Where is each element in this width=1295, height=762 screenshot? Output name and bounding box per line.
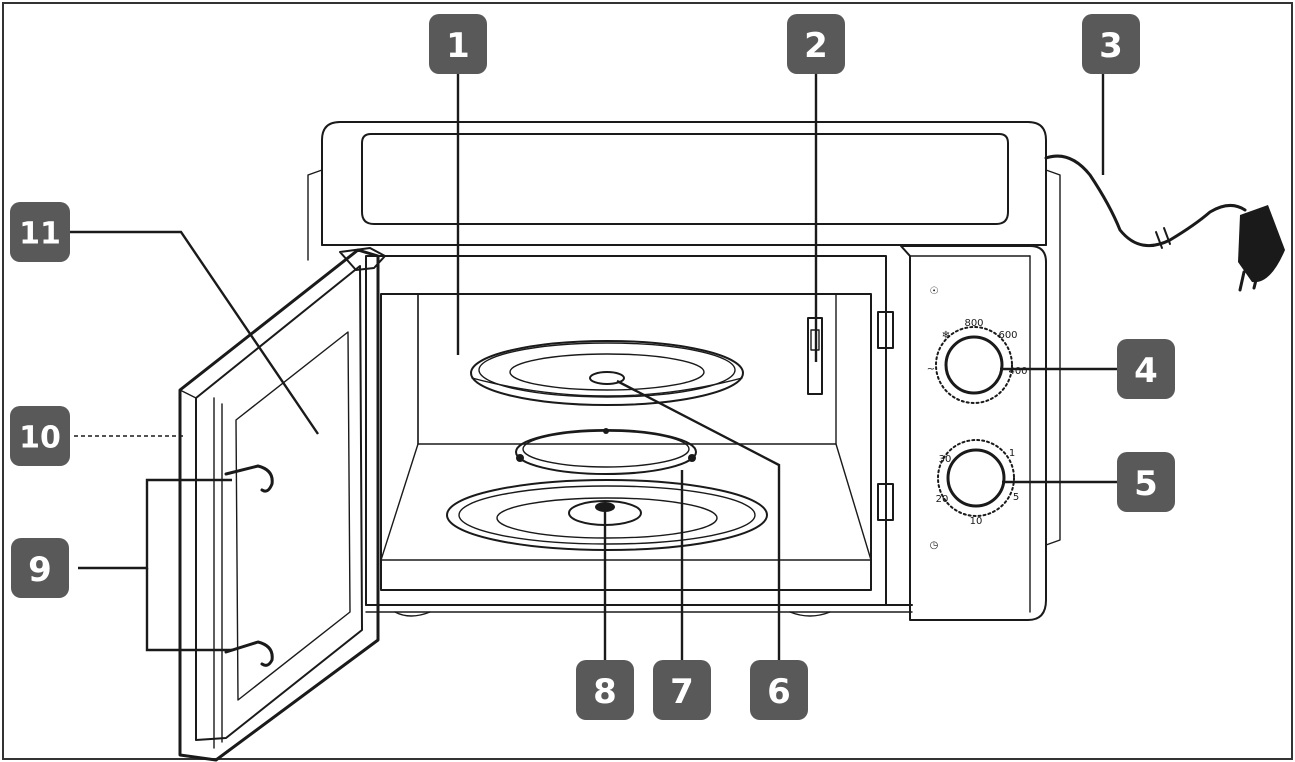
- callout-badge-3: 3: [1082, 14, 1140, 74]
- callout-label-1: 1: [446, 26, 470, 66]
- callout-label-3: 3: [1099, 26, 1123, 66]
- door-hook-lower: [224, 640, 274, 667]
- callout-label-7: 7: [670, 672, 694, 712]
- callout-label-6: 6: [767, 672, 791, 712]
- power-symbol-icon: ☉: [930, 286, 939, 297]
- turntable-coupler: [595, 502, 615, 512]
- leader-lines: [68, 74, 1120, 668]
- svg-text:5: 5: [1013, 492, 1019, 503]
- microwave-door: [178, 247, 386, 762]
- svg-text:~: ~: [927, 364, 935, 375]
- callout-label-11: 11: [19, 217, 61, 252]
- callout-label-10: 10: [19, 421, 61, 456]
- callout-label-2: 2: [804, 26, 828, 66]
- callout-badge-5: 5: [1117, 452, 1175, 512]
- svg-text:400: 400: [1008, 366, 1027, 377]
- svg-text:20: 20: [936, 494, 949, 505]
- callout-label-5: 5: [1134, 464, 1158, 504]
- svg-text:10: 10: [970, 516, 983, 527]
- svg-text:30: 30: [939, 454, 952, 465]
- cavity-floor: [446, 479, 768, 551]
- clock-icon: ◷: [930, 540, 939, 551]
- callout-badge-6: 6: [750, 660, 808, 720]
- callout-badge-8: 8: [576, 660, 634, 720]
- power-knob[interactable]: [935, 326, 1013, 404]
- svg-text:600: 600: [998, 330, 1017, 341]
- svg-text:800: 800: [964, 318, 983, 329]
- callout-badge-9: 9: [11, 538, 69, 598]
- roller-ring: [515, 428, 697, 475]
- power-cord: [1044, 154, 1285, 292]
- callout-badge-4: 4: [1117, 339, 1175, 399]
- svg-text:❄: ❄: [942, 330, 950, 341]
- callout-badge-7: 7: [653, 660, 711, 720]
- callout-badge-1: 1: [429, 14, 487, 74]
- callout-badge-10: 10: [10, 406, 70, 466]
- plug-icon: [1238, 205, 1285, 283]
- callout-label-4: 4: [1134, 351, 1158, 391]
- glass-tray: [470, 340, 744, 406]
- timer-knob[interactable]: [937, 439, 1015, 517]
- control-panel: ☉ ❄ 800 600 400 ~ 30 20 10 1 5 ◷: [900, 245, 1047, 621]
- callout-label-8: 8: [593, 672, 617, 712]
- svg-text:1: 1: [1009, 448, 1015, 459]
- door-hook-upper: [224, 464, 274, 493]
- callout-badge-2: 2: [787, 14, 845, 74]
- callout-badge-11: 11: [10, 202, 70, 262]
- callout-label-9: 9: [28, 550, 52, 590]
